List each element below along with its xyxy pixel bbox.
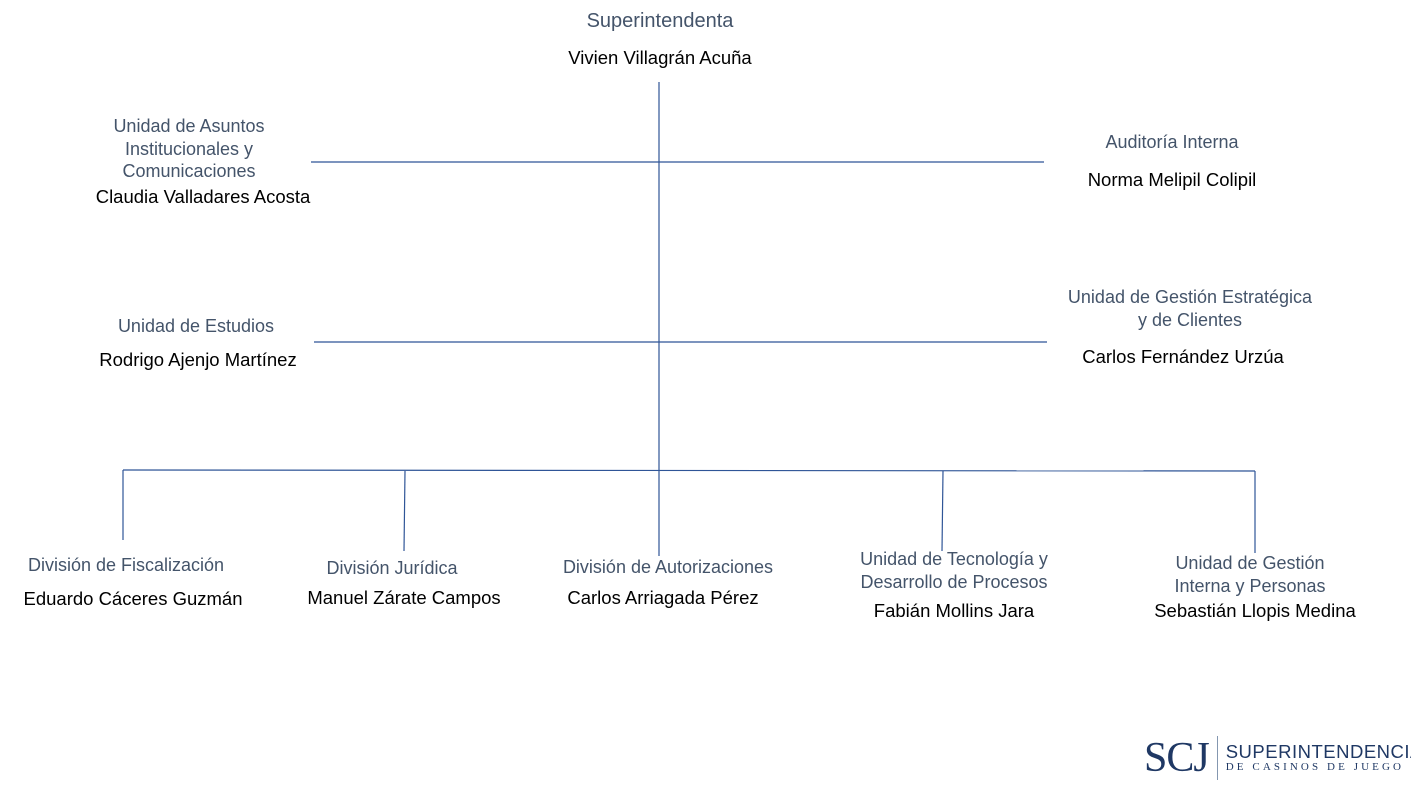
node-unidad-gestion-interna: Unidad de Gestión Interna y Personas Seb… xyxy=(1125,552,1385,622)
unit-title: División de Fiscalización xyxy=(27,555,225,575)
node-gestion-estrategica: Unidad de Gestión Estratégica y de Clien… xyxy=(1045,286,1335,368)
person-name: Carlos Fernández Urzúa xyxy=(1082,346,1284,367)
logo-wordmark: SUPERINTENDENCIA DE CASINOS DE JUEGO xyxy=(1225,740,1411,775)
person-name: Carlos Arriagada Pérez xyxy=(567,586,759,608)
person-name: Vivien Villagrán Acuña xyxy=(568,47,752,68)
unit-title: Auditoría Interna xyxy=(1105,132,1239,152)
unit-title: Unidad de Gestión Interna y Personas xyxy=(1174,553,1326,596)
person-name: Eduardo Cáceres Guzmán xyxy=(23,587,243,609)
division-bus-line xyxy=(122,469,1256,472)
person-name: Claudia Valladares Acosta xyxy=(95,185,311,207)
node-auditoria-interna: Auditoría Interna Norma Melipil Colipil xyxy=(1050,131,1300,191)
node-division-fiscalizacion: División de Fiscalización Eduardo Cácere… xyxy=(8,554,258,610)
logo-divider xyxy=(1216,736,1218,780)
node-unidad-estudios: Unidad de Estudios Rodrigo Ajenjo Martín… xyxy=(71,315,321,371)
node-unidad-tecnologia: Unidad de Tecnología y Desarrollo de Pro… xyxy=(829,548,1079,622)
person-name: Sebastián Llopis Medina xyxy=(1154,600,1356,621)
person-name: Fabián Mollins Jara xyxy=(873,600,1035,621)
logo-mark: SCJ xyxy=(1144,735,1210,781)
scj-logo: SCJ SUPERINTENDENCIA DE CASINOS DE JUEGO xyxy=(1144,733,1411,783)
logo-line-2: DE CASINOS DE JUEGO xyxy=(1225,761,1405,774)
drop-juridica xyxy=(403,470,406,552)
node-asuntos-institucionales: Unidad de Asuntos Institucionales y Comu… xyxy=(78,115,328,208)
unit-title: Superintendenta xyxy=(586,10,734,32)
node-superintendenta: Superintendenta Vivien Villagrán Acuña xyxy=(530,9,790,69)
person-name: Norma Melipil Colipil xyxy=(1087,168,1257,190)
unit-title: División de Autorizaciones xyxy=(562,557,774,577)
person-name: Rodrigo Ajenjo Martínez xyxy=(99,348,297,370)
logo-line-1: SUPERINTENDENCIA xyxy=(1225,740,1411,762)
node-division-autorizaciones: División de Autorizaciones Carlos Arriag… xyxy=(533,556,823,609)
unit-title: Unidad de Gestión Estratégica y de Clien… xyxy=(1067,287,1313,330)
unit-title: Unidad de Asuntos Institucionales y Comu… xyxy=(113,116,265,181)
node-division-juridica: División Jurídica Manuel Zárate Campos xyxy=(279,557,529,609)
unit-title: Unidad de Estudios xyxy=(117,316,275,336)
unit-title: División Jurídica xyxy=(326,558,458,578)
unit-title: Unidad de Tecnología y Desarrollo de Pro… xyxy=(860,549,1048,592)
drop-tecnologia xyxy=(941,470,944,552)
person-name: Manuel Zárate Campos xyxy=(307,586,501,608)
